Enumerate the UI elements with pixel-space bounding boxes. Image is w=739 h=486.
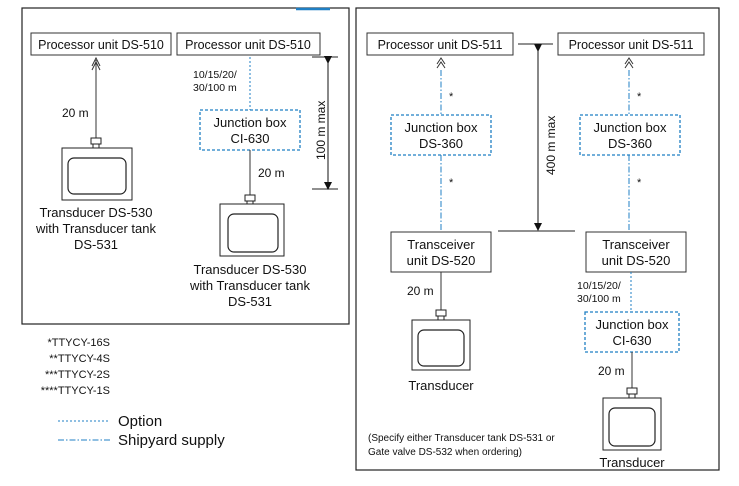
left-cable-length: 20 m [62,106,89,120]
left-cable-2-length: 20 m [258,166,285,180]
transducer-tank-2-icon [219,194,285,257]
junction-ci630-left-l1: Junction box [214,115,287,130]
right-option-lengths-l1: 10/15/20/ [577,280,621,292]
cable-marker-3: * [637,91,642,103]
transceiver-left-l2: unit DS-520 [407,253,476,268]
junction-ds360-left [390,114,492,156]
legend-cable-4: ****TTYCY-1S [41,385,110,397]
ordering-note-l2: Gate valve DS-532 when ordering) [368,447,522,458]
cable-marker-4: * [637,177,642,189]
dim-400m-label: 400 m max [544,116,558,175]
legend-shipyard-label: Shipyard supply [118,432,225,449]
right-option-lengths-l2: 30/100 m [577,293,621,305]
processor-ds511-left [366,32,514,56]
transducer-2-line1: Transducer DS-530 [194,262,307,277]
transducer-tank-1-icon [61,137,133,201]
dim-100m-label: 100 m max [314,101,328,160]
option-lengths-l1: 10/15/20/ [193,69,237,81]
processor-ds511-left-label: Processor unit DS-511 [378,38,503,52]
processor-ds510-right-label: Processor unit DS-510 [185,38,311,52]
right-cable-3-length: 20 m [407,284,434,298]
junction-ds360-left-l2: DS-360 [419,136,463,151]
transceiver-ds520-left [390,231,492,273]
arrowhead-icon [91,56,101,71]
transducer-1-line2: with Transducer tank [35,221,156,236]
transducer-1-line3: DS-531 [74,237,118,252]
right-cable-4-length: 20 m [598,364,625,378]
junction-ci630-right-l2: CI-630 [612,333,651,348]
junction-ds360-left-l1: Junction box [405,120,478,135]
transceiver-right-l2: unit DS-520 [602,253,671,268]
junction-ds360-right-l1: Junction box [594,120,667,135]
legend-cable-2: **TTYCY-4S [49,353,110,365]
transceiver-left-l1: Transceiver [407,237,475,252]
arrowhead-icon [436,57,446,69]
processor-ds510-right [176,32,321,56]
junction-ci630-right [584,311,680,353]
processor-ds511-right-label: Processor unit DS-511 [569,38,694,52]
legend-cable-1: *TTYCY-16S [47,337,110,349]
ordering-note-l1: (Specify either Transducer tank DS-531 o… [368,433,555,444]
transducer-1-line1: Transducer DS-530 [40,205,153,220]
left-panel-frame [21,7,350,325]
transducer-2-line2: with Transducer tank [189,278,310,293]
legend-option-label: Option [118,413,162,430]
processor-ds511-right [557,32,705,56]
cable-marker-2: * [449,177,454,189]
cable-marker-1: * [449,91,454,103]
transducer-2-line3: DS-531 [228,294,272,309]
junction-ds360-right [579,114,681,156]
processor-ds510-left-label: Processor unit DS-510 [38,38,164,52]
legend-cable-3: ***TTYCY-2S [45,369,110,381]
option-lengths-l2: 30/100 m [193,82,237,94]
transceiver-ds520-right [585,231,687,273]
right-panel-frame [355,7,720,471]
arrowhead-icon [624,57,634,69]
transducer-3-label: Transducer [408,378,474,393]
transducer-4-icon [602,387,662,451]
transducer-3-icon [411,309,471,371]
transducer-4-label: Transducer [599,455,665,470]
processor-ds510-left [30,32,172,56]
junction-ci630-right-l1: Junction box [596,317,669,332]
junction-ci630-left-l2: CI-630 [230,131,269,146]
transceiver-right-l1: Transceiver [602,237,670,252]
junction-ds360-right-l2: DS-360 [608,136,652,151]
